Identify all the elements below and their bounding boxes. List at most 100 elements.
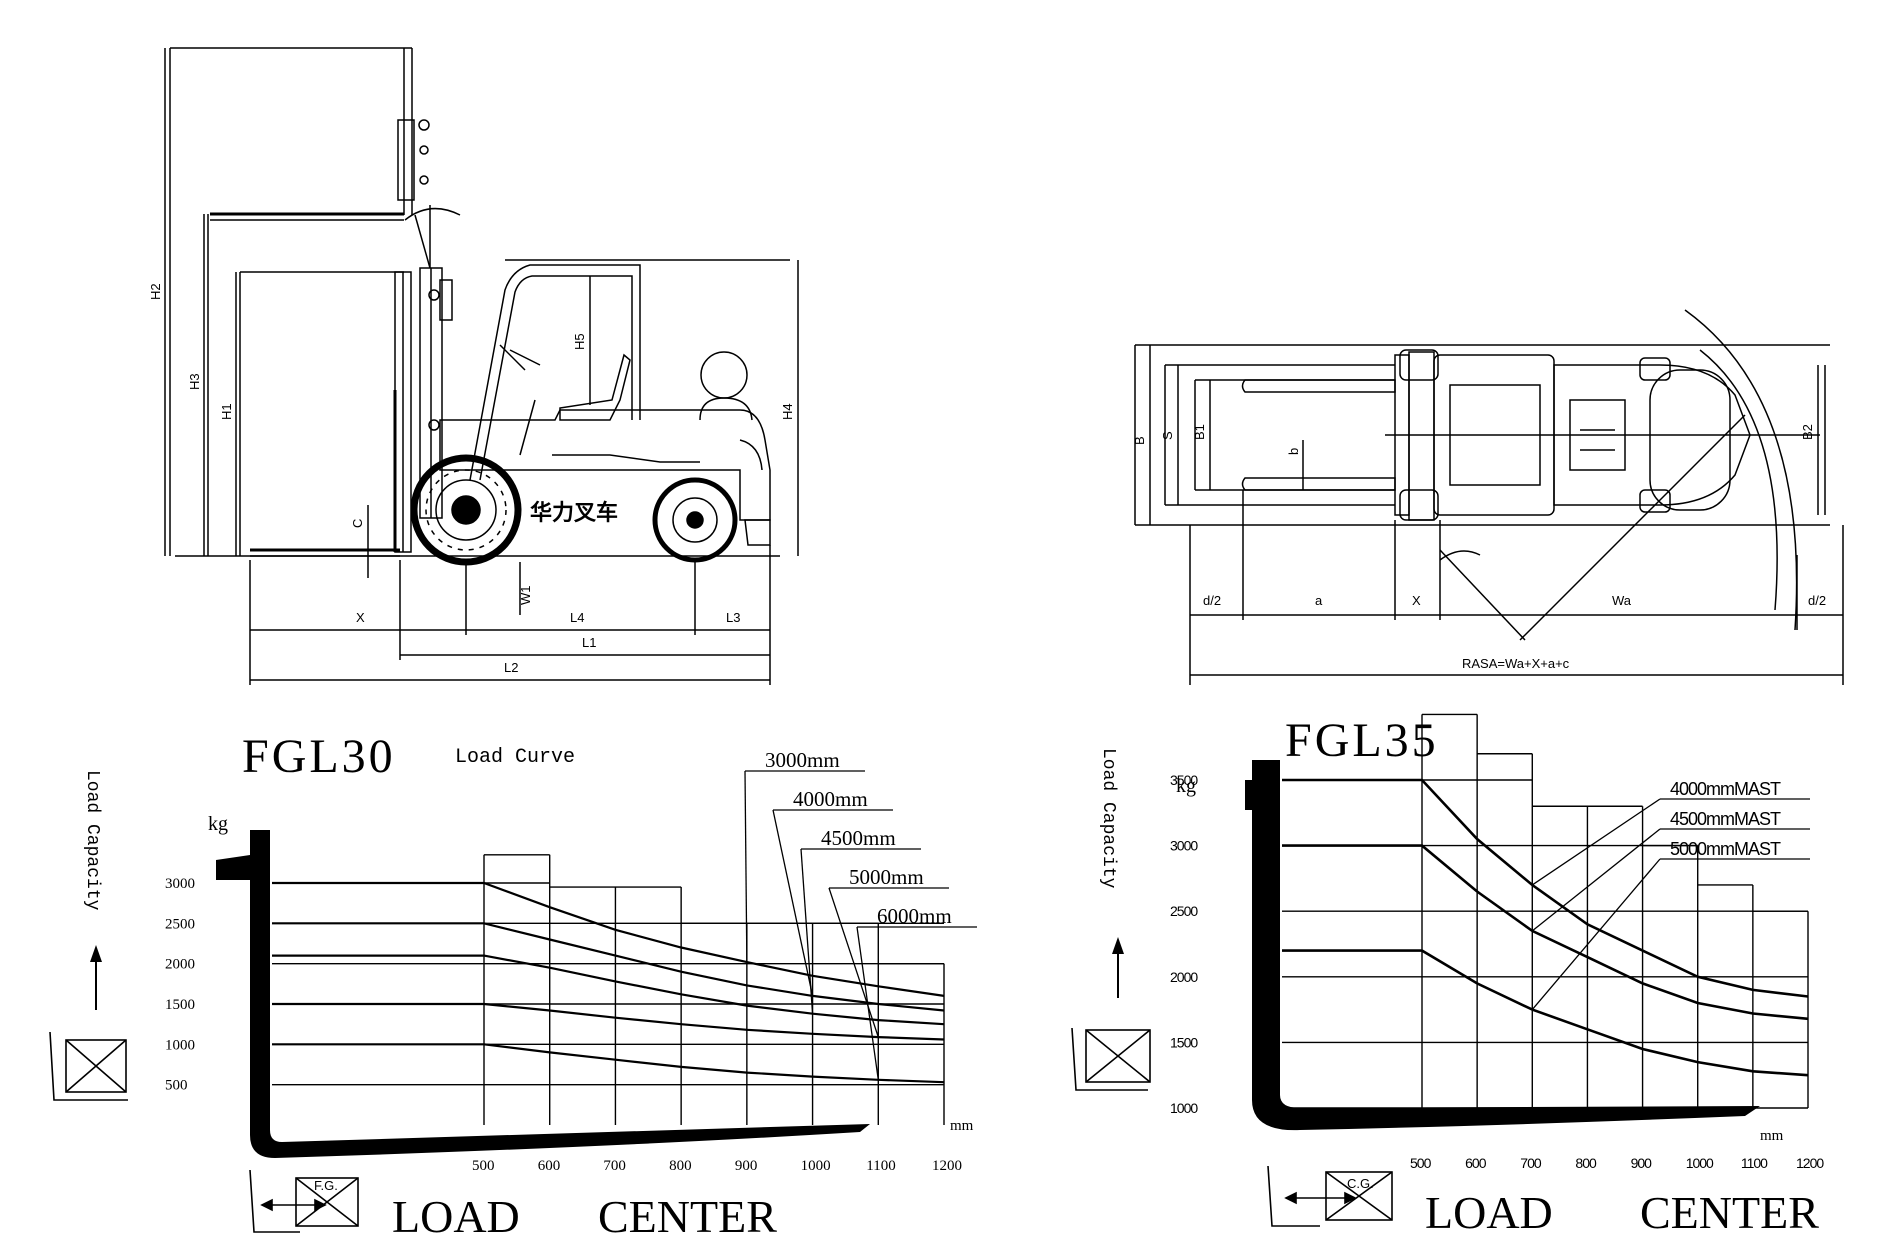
fgl30-up-arrow: [90, 945, 102, 1010]
g35-mast-label: 5000mmMAST: [1670, 839, 1781, 859]
dim-d2-left: d/2: [1203, 593, 1221, 608]
dim-L4: L4: [570, 610, 584, 625]
g35-x-tick: 1100: [1741, 1155, 1768, 1171]
g30-x-tick: 800: [669, 1158, 692, 1174]
g30-x-tick: 700: [603, 1158, 626, 1174]
g30-series-line-4: [272, 1002, 945, 1041]
g30-mast-label: 4000mm: [793, 787, 868, 811]
fgl35-caption-load: LOAD: [1425, 1187, 1553, 1238]
g30-series-line-1: [272, 881, 945, 997]
g35-y-tick: 2000: [1170, 969, 1198, 985]
g30-y-tick: 1500: [165, 997, 195, 1013]
g30-mast-leader: [800, 848, 814, 1014]
fgl35-fork-icon-text: C.G.: [1347, 1176, 1374, 1191]
fgl35-grid: [1282, 713, 1809, 1109]
g30-mast-label: 3000mm: [765, 748, 840, 772]
g35-x-tick: 700: [1520, 1155, 1542, 1171]
g35-mast-label: 4000mmMAST: [1670, 779, 1781, 799]
fgl30-curves: [271, 881, 945, 1084]
g35-mast-label: 4500mmMAST: [1670, 809, 1781, 829]
g35-series-line-3: [1281, 949, 1809, 1077]
g30-x-tick: 1000: [801, 1158, 831, 1174]
dim-L3: L3: [726, 610, 740, 625]
dim-C: C: [350, 519, 365, 528]
fgl30-load-center-icon: [249, 1169, 359, 1233]
fgl30-title: FGL30: [242, 730, 396, 783]
dim-H4: H4: [780, 403, 795, 420]
dim-H1: H1: [219, 403, 234, 420]
fgl35-title: FGL35: [1285, 714, 1439, 767]
g35-series-line-2: [1282, 844, 1809, 1021]
g30-mast-label: 6000mm: [877, 904, 952, 928]
fgl35-up-arrow: [1112, 937, 1124, 998]
fgl35-caption-center: CENTER: [1640, 1187, 1819, 1238]
dim-L2: L2: [504, 660, 518, 675]
g30-mast-leader: [856, 926, 879, 1080]
fgl30-caption-load: LOAD: [392, 1191, 520, 1238]
g30-x-tick: 1100: [866, 1158, 895, 1174]
g35-x-tick: 800: [1575, 1155, 1597, 1171]
fgl35-x-unit: mm: [1760, 1128, 1784, 1144]
fgl30-grid: [272, 854, 945, 1125]
fgl30-fork-shape: [216, 830, 870, 1158]
fgl35-chart: FGL35 Load Capacity kg mm LOAD CENTER C.…: [1071, 713, 1825, 1238]
fgl35-vertical-label: Load Capacity: [1098, 748, 1118, 889]
g30-mast-leader: [828, 887, 879, 1038]
dim-L1: L1: [582, 635, 596, 650]
g30-x-tick: 500: [472, 1158, 495, 1174]
fgl30-fork-icon-text: F.G.: [314, 1178, 338, 1193]
g30-y-tick: 2000: [165, 957, 195, 973]
top-view-drawing: [1134, 309, 1844, 685]
dim-b: b: [1286, 448, 1301, 455]
g35-mast-leader: [1531, 828, 1661, 932]
g30-series-line-3: [272, 954, 945, 1026]
g35-series-line-1: [1282, 778, 1809, 998]
brand-logo-text: 华力叉车: [530, 500, 618, 526]
dim-a: a: [1315, 593, 1323, 608]
side-view-drawing: [164, 47, 799, 685]
g35-x-tick: 1000: [1686, 1155, 1714, 1171]
g35-x-tick: 500: [1410, 1155, 1432, 1171]
g35-x-tick: 600: [1465, 1155, 1487, 1171]
g30-x-tick: 900: [735, 1158, 758, 1174]
g30-y-tick: 3000: [165, 876, 195, 892]
g30-series-line-5: [271, 1043, 945, 1084]
fgl30-y-unit: kg: [208, 813, 228, 835]
dim-X: X: [356, 610, 365, 625]
fgl30-mast-labels: 3000mm 4000mm 4500mm 5000mm 6000mm: [744, 748, 977, 1080]
fgl35-load-box-icon: [1071, 1027, 1151, 1091]
dim-formula: RASA=Wa+X+a+c: [1462, 656, 1570, 671]
g30-mast-label: 5000mm: [849, 865, 924, 889]
side-view-dims: H2 H3 H1 H5 H4 C W1 X L4 L3 L1 L2 华力叉车: [148, 283, 795, 675]
dim-H3: H3: [187, 373, 202, 390]
fgl30-x-unit: mm: [950, 1118, 974, 1134]
fgl30-subtitle: Load Curve: [455, 746, 575, 769]
dim-W1: W1: [518, 586, 533, 606]
g35-mast-leader: [1531, 858, 1661, 1011]
fgl30-load-box-icon: [49, 1031, 128, 1101]
g30-y-tick: 500: [165, 1078, 188, 1094]
g30-mast-label: 4500mm: [821, 826, 896, 850]
dim-H5: H5: [572, 333, 587, 350]
g35-y-tick: 1500: [1170, 1034, 1198, 1050]
dim-X-top: X: [1412, 593, 1421, 608]
fgl35-y-unit: kg: [1176, 775, 1196, 797]
fgl35-x-ticks: 500 600 700 800 900 1000 1100 1200: [1410, 1155, 1825, 1171]
fgl35-mast-labels: 4000mmMAST 4500mmMAST 5000mmMAST: [1531, 779, 1810, 1011]
g30-mast-leader: [772, 809, 814, 997]
g35-y-tick: 1000: [1170, 1100, 1198, 1116]
g30-series-line-2: [271, 922, 945, 1012]
g30-mast-leader: [744, 770, 748, 963]
g35-mast-leader: [1531, 798, 1661, 886]
g35-y-tick: 3000: [1170, 838, 1198, 854]
g35-x-tick: 900: [1631, 1155, 1653, 1171]
g30-x-tick: 600: [538, 1158, 561, 1174]
dim-B2: B2: [1800, 424, 1815, 440]
dim-B: B: [1132, 436, 1147, 445]
dim-S: S: [1160, 431, 1175, 440]
g30-y-tick: 2500: [165, 916, 195, 932]
g35-x-tick: 1200: [1796, 1155, 1824, 1171]
